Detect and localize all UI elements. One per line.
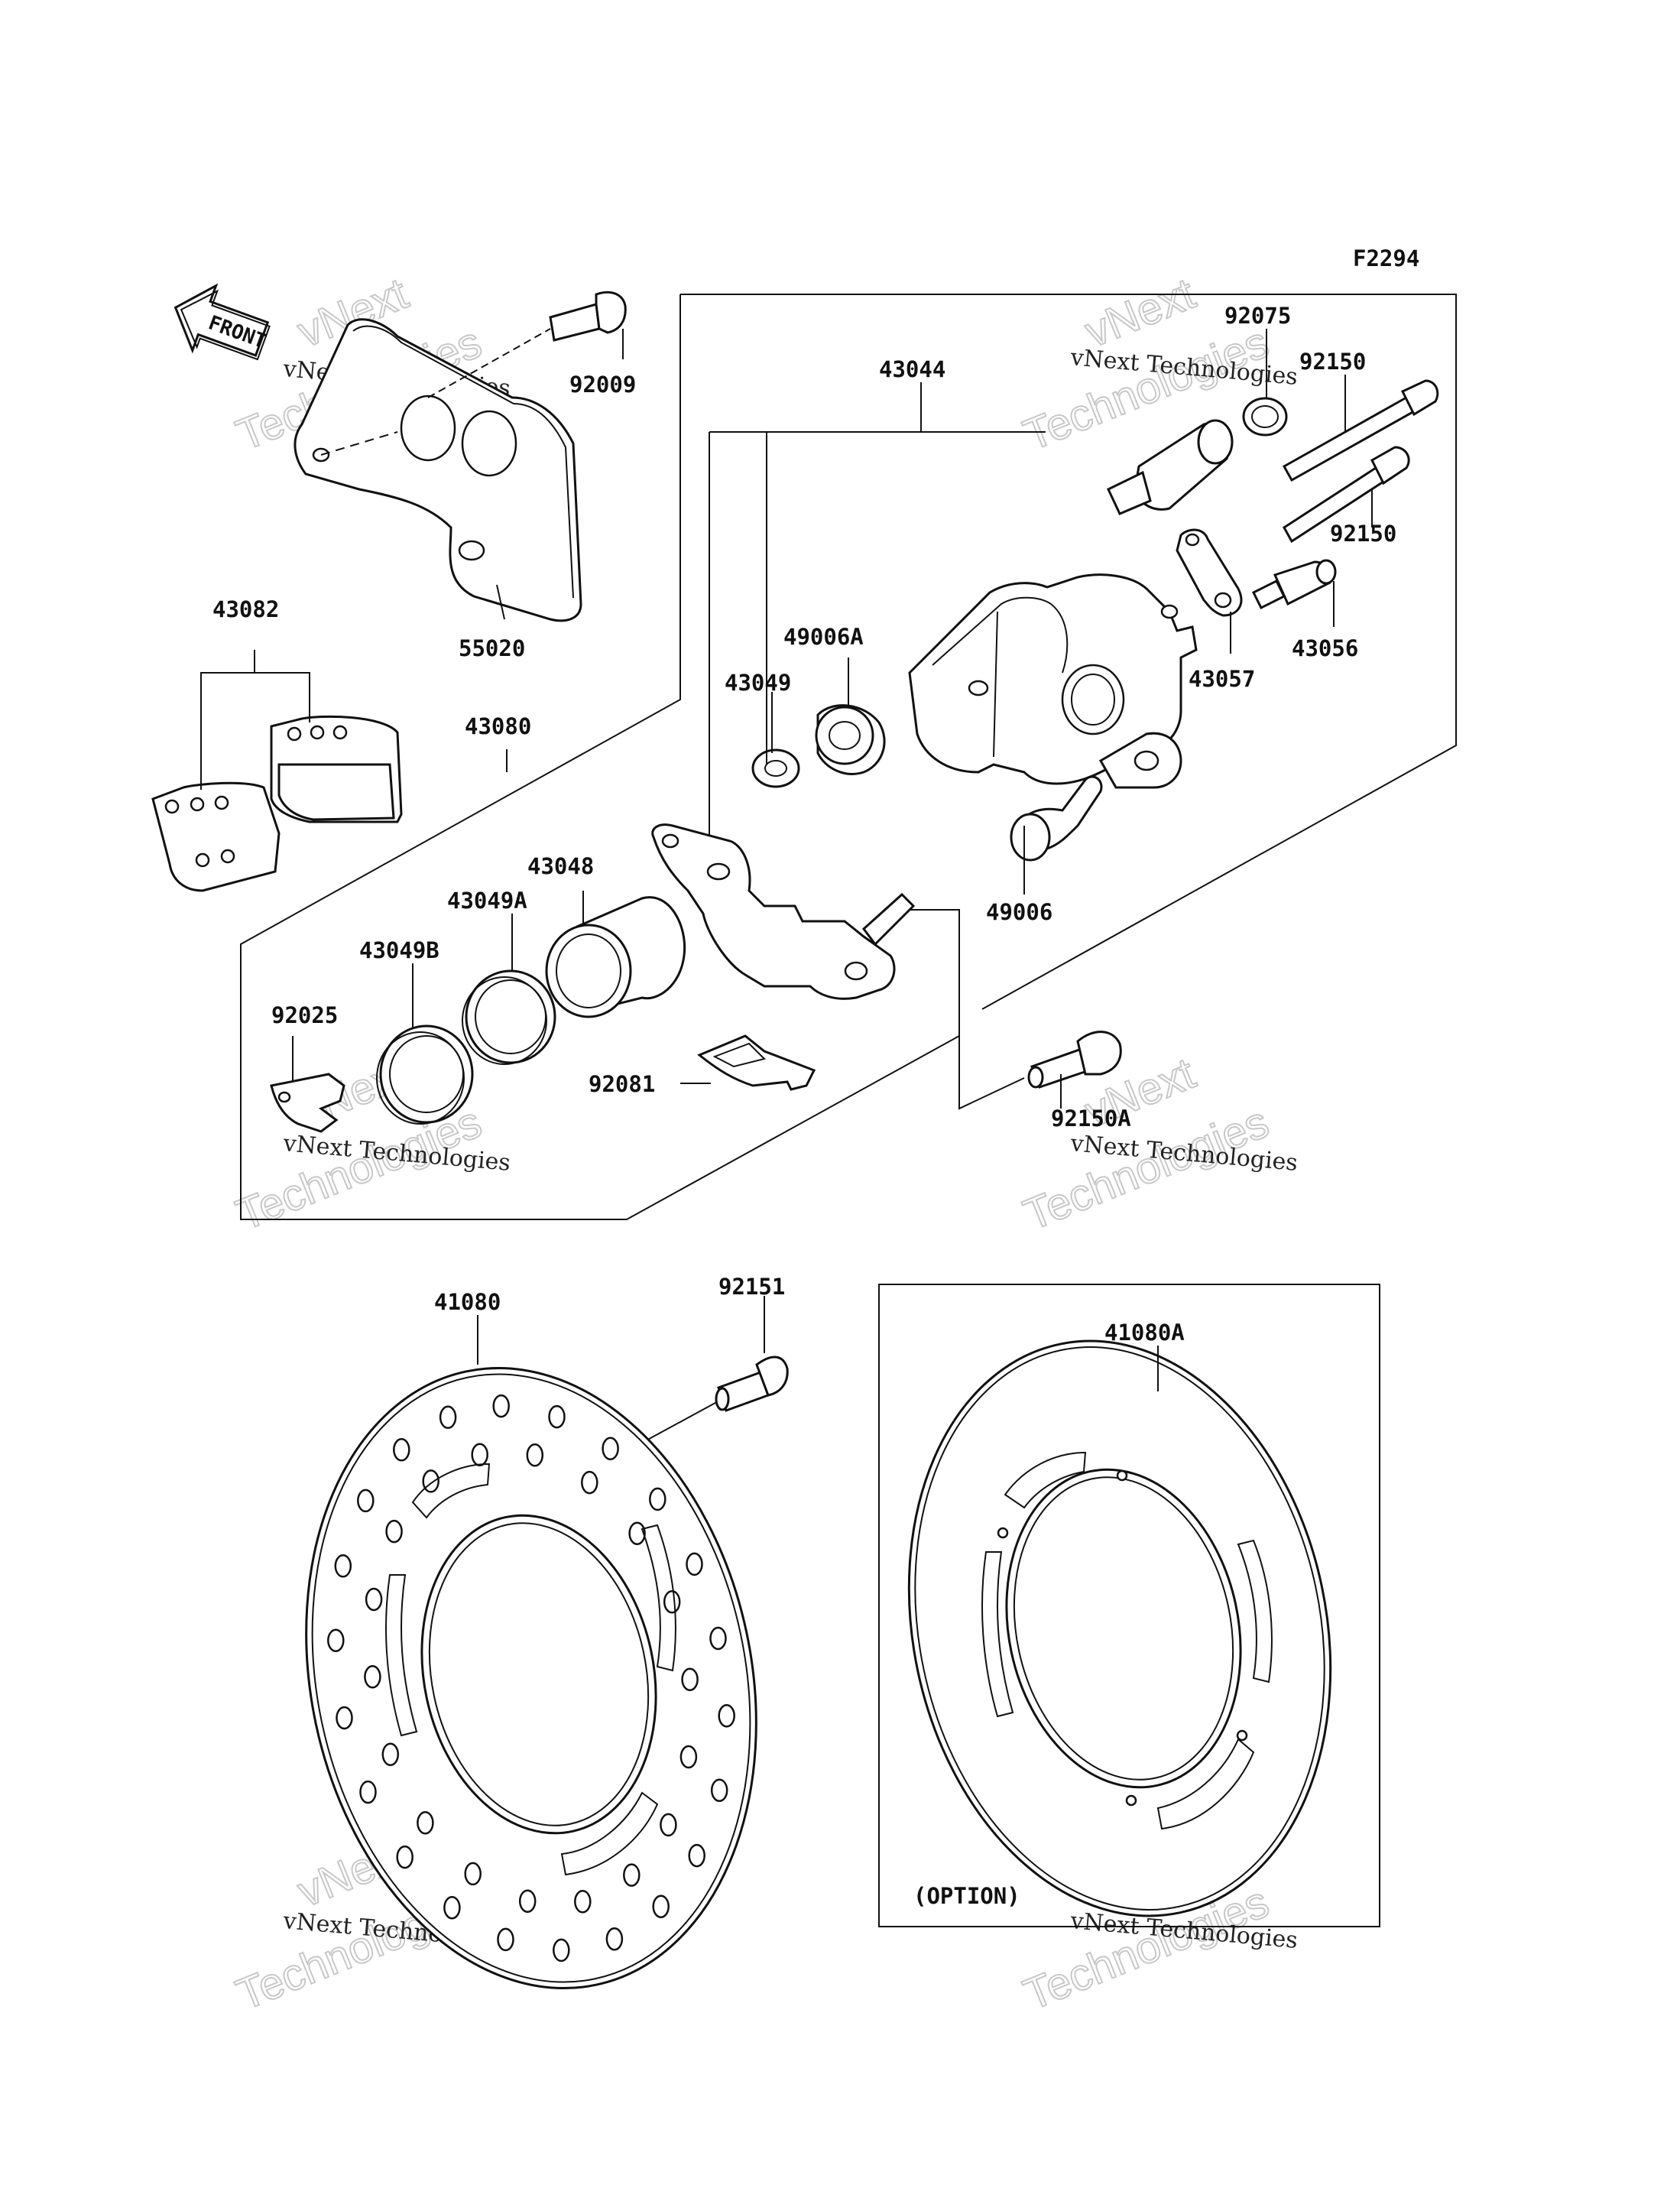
- pin-49006: [1010, 775, 1103, 862]
- disc-vent-hole: [709, 1626, 727, 1651]
- option-label: (OPTION): [913, 1883, 1020, 1909]
- label-92150-upper: 92150: [1299, 349, 1366, 375]
- caliper-assembly-outline: [240, 294, 1457, 1220]
- brake-pads-43082: [151, 715, 403, 892]
- disc-vent-hole: [660, 1813, 677, 1837]
- pin-92150-upper: [1282, 379, 1439, 482]
- leader-lines: [200, 329, 1373, 1391]
- disc-vent-hole: [381, 1742, 400, 1767]
- label-92150-lower: 92150: [1330, 521, 1396, 547]
- disc-vent-hole: [336, 1706, 353, 1730]
- label-92025: 92025: [271, 1002, 338, 1028]
- disc-vent-hole: [518, 1889, 537, 1913]
- label-92081: 92081: [589, 1071, 655, 1097]
- spring-92081: [697, 1034, 816, 1091]
- disc-vent-hole: [396, 1845, 414, 1869]
- label-43049B: 43049B: [359, 937, 439, 963]
- caliper-bracket-55020: [294, 318, 582, 622]
- bolt-92150A: [1027, 1031, 1122, 1089]
- disc-vent-hole: [652, 1894, 670, 1918]
- disc-vent-hole: [526, 1443, 544, 1467]
- label-49006A: 49006A: [783, 624, 864, 650]
- disc-vent-hole: [443, 1895, 461, 1920]
- disc-vent-hole: [718, 1704, 735, 1728]
- disc-vent-hole: [497, 1927, 514, 1952]
- label-92009: 92009: [569, 372, 636, 398]
- label-43057: 43057: [1189, 666, 1255, 692]
- disc-vent-hole: [548, 1404, 566, 1429]
- svg-text:Technologies: Technologies: [1017, 317, 1276, 460]
- bolt-92151: [626, 1355, 789, 1452]
- label-43080: 43080: [465, 713, 531, 739]
- disc-vent-hole: [327, 1628, 345, 1652]
- disc-vent-hole: [688, 1843, 705, 1868]
- disc-vent-hole: [649, 1487, 666, 1511]
- disc-vent-hole: [417, 1811, 434, 1835]
- piston-43048: [545, 896, 686, 1018]
- disc-vent-hole: [663, 1589, 681, 1614]
- washer-43049: [751, 748, 800, 788]
- disc-vent-hole: [679, 1745, 698, 1769]
- disc-vent-hole: [581, 1470, 598, 1495]
- disc-vent-hole: [628, 1521, 646, 1545]
- disc-vent-hole: [471, 1443, 488, 1466]
- label-43048: 43048: [527, 853, 594, 879]
- disc-vent-hole: [357, 1489, 375, 1513]
- label-92150A: 92150A: [1051, 1105, 1131, 1131]
- label-92075: 92075: [1224, 303, 1291, 329]
- label-43082: 43082: [212, 596, 279, 622]
- disc-vent-hole: [605, 1927, 624, 1951]
- label-43049: 43049: [725, 670, 791, 696]
- lever-43057: [1176, 528, 1243, 617]
- label-41080: 41080: [434, 1289, 501, 1315]
- disc-vent-hole: [359, 1780, 377, 1804]
- disc-vent-hole: [686, 1552, 703, 1576]
- svg-text:vNext: vNext: [1078, 268, 1202, 357]
- disc-vent-hole: [681, 1667, 699, 1691]
- label-41080A: 41080A: [1104, 1320, 1185, 1346]
- seal-43049A: [462, 969, 556, 1065]
- disc-vent-hole: [492, 1394, 510, 1418]
- disc-vent-hole: [623, 1863, 641, 1887]
- figure-code: F2294: [1353, 245, 1419, 271]
- caliper-body: [908, 573, 1198, 789]
- disc-vent-hole: [385, 1519, 403, 1544]
- label-43056: 43056: [1292, 635, 1358, 661]
- disc-vent-hole: [602, 1437, 619, 1461]
- disc-slot: [641, 1524, 676, 1672]
- slide-pin-sleeve: [1107, 419, 1234, 515]
- label-55020: 55020: [459, 635, 525, 661]
- brake-disc-41080A: [907, 1339, 1332, 1917]
- seal-49006A: [815, 704, 886, 775]
- label-43044: 43044: [879, 356, 945, 382]
- spring-92025: [270, 1073, 345, 1133]
- label-92151: 92151: [718, 1274, 785, 1300]
- disc-vent-hole: [710, 1778, 728, 1802]
- disc-vent-hole: [464, 1862, 482, 1886]
- brake-disc-41080: [305, 1367, 757, 1989]
- disc-vent-hole: [334, 1554, 352, 1578]
- seal-43049B: [376, 1024, 474, 1125]
- bleeder-valve-43056: [1251, 559, 1337, 610]
- disc-slot: [560, 1791, 659, 1876]
- disc-vent-hole: [574, 1890, 592, 1914]
- disc-vent-hole: [365, 1587, 383, 1612]
- disc-vent-hole: [439, 1405, 457, 1430]
- boot-92075: [1242, 397, 1288, 437]
- disc-vent-hole: [364, 1665, 381, 1689]
- label-43049A: 43049A: [447, 888, 527, 914]
- pin-92150-lower: [1283, 446, 1410, 544]
- option-box: (OPTION): [878, 1284, 1380, 1927]
- disc-slot: [385, 1574, 418, 1737]
- disc-vent-hole: [393, 1438, 410, 1462]
- caliper-mount-bracket: [651, 823, 916, 1000]
- front-arrow-icon: FRONT: [174, 283, 271, 361]
- disc-vent-hole: [553, 1938, 570, 1963]
- bolt-92009: [427, 291, 627, 398]
- disc-slot: [411, 1463, 491, 1519]
- label-49006: 49006: [986, 899, 1052, 925]
